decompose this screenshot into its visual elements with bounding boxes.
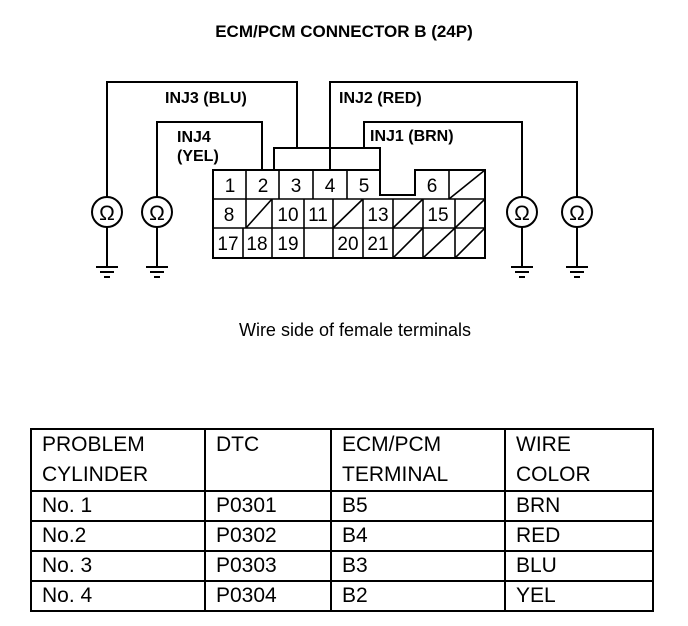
table-row: No.2 P0302 B4 RED bbox=[30, 520, 654, 552]
header-line: COLOR bbox=[516, 463, 591, 486]
ground-icon bbox=[511, 227, 533, 278]
inj4-label-line1: INJ4 bbox=[177, 129, 211, 146]
ground-icon bbox=[96, 227, 118, 278]
ohmmeter-inj2: Ω bbox=[561, 196, 593, 228]
wire-labels: INJ3 (BLU) INJ4 (YEL) INJ2 (RED) INJ1 (B… bbox=[165, 90, 454, 165]
pin-label: 5 bbox=[359, 176, 370, 197]
cell-wire-color: YEL bbox=[504, 580, 654, 612]
table-header-row: PROBLEM CYLINDER DTC ECM/PCM TERMINAL WI… bbox=[30, 428, 654, 492]
header-line: CYLINDER bbox=[42, 463, 149, 486]
header-problem-cylinder: PROBLEM CYLINDER bbox=[30, 428, 206, 492]
ohm-icon: Ω bbox=[569, 202, 585, 225]
dtc-table: PROBLEM CYLINDER DTC ECM/PCM TERMINAL WI… bbox=[30, 428, 654, 612]
wire-lines bbox=[106, 81, 578, 197]
ohm-icon: Ω bbox=[99, 202, 115, 225]
pin-label: 19 bbox=[277, 234, 298, 255]
cell-terminal: B5 bbox=[330, 490, 506, 522]
ground-icon bbox=[566, 227, 588, 278]
pin-label: 8 bbox=[224, 205, 235, 226]
header-line: WIRE bbox=[516, 433, 571, 456]
header-line: DTC bbox=[216, 433, 260, 456]
cell-terminal: B4 bbox=[330, 520, 506, 552]
pin-label: 2 bbox=[258, 176, 269, 197]
cell-terminal: B3 bbox=[330, 550, 506, 582]
cell-dtc: P0302 bbox=[204, 520, 332, 552]
diagram-title: ECM/PCM CONNECTOR B (24P) bbox=[215, 22, 473, 41]
pin-label: 15 bbox=[427, 205, 448, 226]
inj4-label-line2: (YEL) bbox=[177, 148, 219, 165]
connector-grid bbox=[213, 169, 486, 259]
cell-terminal: B2 bbox=[330, 580, 506, 612]
pin-label: 18 bbox=[246, 234, 267, 255]
connector-pin-labels: 1 2 3 4 5 6 8 10 11 13 15 17 18 19 20 21 bbox=[217, 176, 448, 255]
ohmmeter-inj4: Ω bbox=[141, 196, 173, 228]
header-line: ECM/PCM bbox=[342, 433, 442, 456]
header-line: PROBLEM bbox=[42, 433, 145, 456]
pin-label: 13 bbox=[367, 205, 388, 226]
pin-label: 17 bbox=[217, 234, 238, 255]
pin-label: 20 bbox=[337, 234, 358, 255]
inj1-label: INJ1 (BRN) bbox=[370, 128, 454, 145]
ohm-icon: Ω bbox=[149, 202, 165, 225]
header-wire-color: WIRE COLOR bbox=[504, 428, 654, 492]
cell-dtc: P0301 bbox=[204, 490, 332, 522]
cell-dtc: P0303 bbox=[204, 550, 332, 582]
pin-label: 10 bbox=[277, 205, 298, 226]
pin-label: 1 bbox=[225, 176, 236, 197]
table-row: No. 4 P0304 B2 YEL bbox=[30, 580, 654, 612]
cell-cylinder: No. 3 bbox=[30, 550, 206, 582]
pin-label: 11 bbox=[308, 205, 328, 226]
header-dtc: DTC bbox=[204, 428, 332, 492]
inj2-label: INJ2 (RED) bbox=[339, 90, 422, 107]
pin-label: 4 bbox=[325, 176, 336, 197]
cell-cylinder: No. 1 bbox=[30, 490, 206, 522]
cell-wire-color: BRN bbox=[504, 490, 654, 522]
cell-cylinder: No. 4 bbox=[30, 580, 206, 612]
diagram-caption: Wire side of female terminals bbox=[239, 320, 471, 340]
header-line: TERMINAL bbox=[342, 463, 449, 486]
inj3-label: INJ3 (BLU) bbox=[165, 90, 247, 107]
ohmmeter-inj1: Ω bbox=[506, 196, 538, 228]
ohm-icon: Ω bbox=[514, 202, 530, 225]
cell-dtc: P0304 bbox=[204, 580, 332, 612]
cell-wire-color: RED bbox=[504, 520, 654, 552]
header-ecm-terminal: ECM/PCM TERMINAL bbox=[330, 428, 506, 492]
pin-label: 21 bbox=[367, 234, 388, 255]
table-row: No. 3 P0303 B3 BLU bbox=[30, 550, 654, 582]
ground-icon bbox=[146, 227, 168, 278]
pin-label: 3 bbox=[291, 176, 302, 197]
ohmmeter-inj3: Ω bbox=[91, 196, 123, 228]
table-row: No. 1 P0301 B5 BRN bbox=[30, 490, 654, 522]
cell-cylinder: No.2 bbox=[30, 520, 206, 552]
cell-wire-color: BLU bbox=[504, 550, 654, 582]
pin-label: 6 bbox=[427, 176, 438, 197]
